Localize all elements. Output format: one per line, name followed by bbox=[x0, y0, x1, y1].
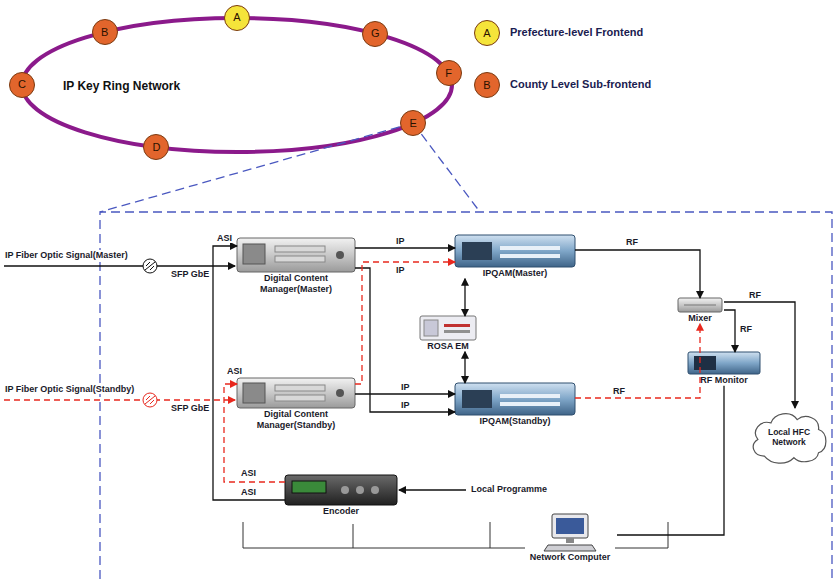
legend-swatch: B bbox=[474, 72, 500, 98]
ipqam-master-device bbox=[455, 235, 575, 267]
dcm-standby-device bbox=[237, 378, 355, 408]
county-subfrontend: B bbox=[92, 19, 118, 45]
ring-title: IP Key Ring Network bbox=[62, 80, 181, 94]
programme-input bbox=[399, 489, 466, 490]
rf-monitor-device bbox=[688, 352, 760, 374]
ipqam-standby-device bbox=[455, 383, 575, 415]
node-text: Mixer bbox=[676, 313, 724, 324]
port-name: ASI bbox=[240, 487, 257, 497]
port-name: SFP GbE bbox=[170, 269, 210, 279]
hfc-cloud: Local HFC Network bbox=[748, 408, 830, 466]
input-name: Local Programme bbox=[470, 484, 548, 494]
port-name: ASI bbox=[240, 468, 257, 478]
signal-connector bbox=[355, 262, 455, 384]
content-manager: Digital Content Manager(Master) bbox=[237, 238, 355, 295]
county-subfrontend: G bbox=[362, 21, 388, 47]
legend-swatch: A bbox=[474, 20, 500, 46]
edge-label: RF bbox=[625, 237, 639, 247]
node-text: F bbox=[445, 67, 452, 80]
port-name: SFP GbE bbox=[170, 403, 210, 413]
edge-label: RF bbox=[739, 324, 753, 334]
edge-label: IP bbox=[400, 382, 411, 392]
legend-text: County Level Sub-frontend bbox=[510, 78, 651, 90]
signal-connector bbox=[355, 268, 455, 412]
signal-connector bbox=[224, 384, 285, 482]
ring-network bbox=[22, 18, 452, 152]
node-text: A bbox=[233, 11, 240, 24]
edge-label: IP bbox=[395, 236, 406, 246]
county-subfrontend: F bbox=[436, 60, 462, 86]
content-manager: Digital Content Manager(Standby) bbox=[237, 378, 355, 431]
edge-label: RF bbox=[612, 386, 626, 396]
rosa-em-unit: ROSA EM bbox=[418, 316, 478, 352]
legend-letter: B bbox=[483, 79, 490, 91]
node-text: IPQAM(Standby) bbox=[455, 416, 575, 427]
node-text: Local HFC Network bbox=[762, 427, 816, 447]
node-text: C bbox=[18, 78, 26, 91]
signal-connector bbox=[464, 352, 465, 383]
legend-text: Prefecture-level Frontend bbox=[510, 26, 643, 38]
node-text: B bbox=[101, 26, 108, 39]
signal-connector bbox=[724, 302, 795, 408]
signal-connector bbox=[464, 279, 465, 316]
signal-connector bbox=[355, 247, 455, 248]
county-subfrontend: E bbox=[400, 110, 426, 136]
node-text: Digital Content Manager(Master) bbox=[237, 273, 355, 295]
signal-connector bbox=[575, 250, 700, 298]
node-text: D bbox=[152, 141, 160, 154]
encoder-unit: Encoder bbox=[285, 475, 397, 517]
node-text: RF Monitor bbox=[686, 375, 762, 386]
edge-label: IP bbox=[395, 265, 406, 275]
signal-connector bbox=[617, 386, 724, 535]
mixer-device bbox=[678, 298, 722, 312]
rosa-em-device bbox=[420, 316, 476, 340]
fiber-input bbox=[4, 259, 235, 407]
rf-monitor-unit: RF Monitor bbox=[686, 352, 762, 386]
mixer-unit: Mixer bbox=[676, 298, 724, 324]
edge-label: ASI bbox=[226, 366, 243, 376]
encoder-device bbox=[285, 475, 397, 505]
county-subfrontend: C bbox=[9, 72, 35, 98]
node-text: G bbox=[371, 27, 380, 40]
signal-connector bbox=[724, 310, 735, 352]
node-text: Encoder bbox=[285, 506, 397, 517]
computer-icon bbox=[544, 514, 596, 551]
dcm-master-device bbox=[237, 238, 355, 272]
network-computer: Network Computer bbox=[523, 514, 617, 563]
management-bus bbox=[243, 522, 668, 548]
signal-connector bbox=[355, 393, 455, 394]
legend-letter: A bbox=[483, 27, 490, 39]
prefecture-frontend: A bbox=[224, 5, 250, 31]
node-text: Network Computer bbox=[523, 552, 617, 563]
node-text: IPQAM(Master) bbox=[455, 268, 575, 279]
node-text: E bbox=[409, 117, 416, 130]
county-subfrontend: D bbox=[143, 134, 169, 160]
site-region bbox=[100, 123, 832, 579]
signal-name: IP Fiber Optic Signal(Master) bbox=[4, 250, 129, 260]
node-text: Digital Content Manager(Standby) bbox=[237, 409, 355, 431]
node-text: ROSA EM bbox=[418, 341, 478, 352]
signal-connector bbox=[575, 324, 700, 398]
edge-label: IP bbox=[400, 400, 411, 410]
edge-label: ASI bbox=[216, 233, 233, 243]
ipqam-unit: IPQAM(Master) bbox=[455, 235, 575, 279]
signal-name: IP Fiber Optic Signal(Standby) bbox=[4, 384, 135, 394]
edge-label: RF bbox=[748, 290, 762, 300]
ipqam-unit: IPQAM(Standby) bbox=[455, 383, 575, 427]
